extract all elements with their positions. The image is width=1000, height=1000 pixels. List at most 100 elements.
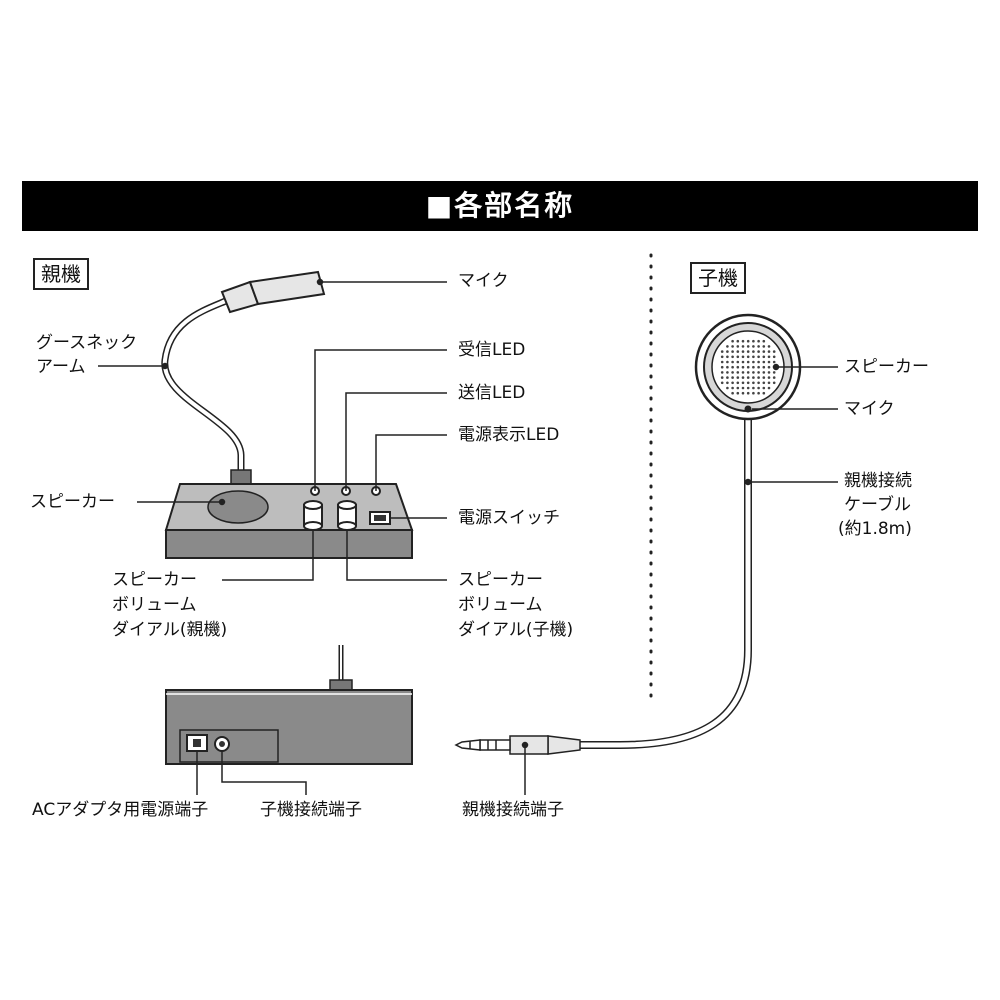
leader-child-jack — [221, 751, 307, 795]
grille-dot — [720, 381, 724, 385]
grille-dot — [736, 345, 740, 348]
grille-dot — [736, 339, 740, 343]
grille-dot — [726, 376, 729, 379]
label-mic: マイク — [458, 271, 509, 291]
label-vol-parent-2: ボリューム — [112, 595, 197, 615]
page-title: ■各部名称 — [425, 189, 575, 222]
grille-dot — [752, 381, 755, 385]
label-cable-2: ケーブル — [844, 495, 911, 515]
label-send-led: 送信LED — [458, 383, 526, 403]
grille-dot — [736, 350, 740, 353]
grille-dot — [757, 339, 760, 343]
grille-dot — [731, 376, 734, 379]
label-child-mic: マイク — [844, 399, 895, 419]
grille-dot — [726, 360, 729, 364]
label-vol-child-1: スピーカー — [458, 570, 543, 590]
grille-dot — [767, 365, 771, 369]
grille-dot — [736, 360, 740, 364]
parent-section-label: 親機 — [33, 258, 89, 290]
grille-dot — [736, 386, 740, 390]
grille-dot — [741, 345, 745, 348]
grille-dot — [731, 355, 734, 359]
grille-dot — [726, 350, 729, 353]
grille-dot — [767, 381, 771, 385]
grille-dot — [746, 381, 750, 385]
leader-power-led — [375, 434, 447, 491]
grille-dot — [762, 381, 766, 385]
grille-dot — [741, 355, 745, 359]
child-speaker-grille — [720, 339, 776, 395]
grille-dot — [752, 345, 755, 348]
grille-dot — [726, 355, 729, 359]
grille-dot — [731, 391, 734, 395]
grille-dot — [746, 339, 750, 343]
grille-dot — [741, 381, 745, 385]
grille-dot — [757, 391, 760, 395]
grille-dot — [726, 365, 729, 369]
grille-dot — [757, 345, 760, 348]
label-gooseneck-2: アーム — [36, 357, 86, 377]
grille-dot — [762, 350, 766, 353]
grille-dot — [726, 371, 729, 374]
grille-dot — [757, 371, 760, 374]
label-parent-speaker: スピーカー — [30, 492, 115, 512]
grille-dot — [731, 339, 734, 343]
grille-dot — [752, 339, 755, 343]
grille-dot — [731, 360, 734, 364]
grille-dot — [757, 360, 760, 364]
grille-dot — [736, 371, 740, 374]
grille-dot — [767, 355, 771, 359]
grille-dot — [752, 360, 755, 364]
grille-dot — [757, 350, 760, 353]
grille-dot — [731, 365, 734, 369]
child-volume-knob — [337, 500, 357, 531]
grille-dot — [736, 391, 740, 395]
label-cable-1: 親機接続 — [844, 471, 912, 491]
grille-dot — [757, 386, 760, 390]
label-power-switch: 電源スイッチ — [458, 508, 560, 528]
grille-dot — [746, 371, 750, 374]
grille-dot — [762, 371, 766, 374]
grille-dot — [720, 365, 724, 369]
leader-vol-child — [346, 530, 447, 581]
grille-dot — [752, 391, 755, 395]
label-parent-terminal: 親機接続端子 — [462, 800, 564, 820]
parent-unit-back — [165, 689, 413, 765]
grille-dot — [741, 376, 745, 379]
label-power-led: 電源表示LED — [458, 425, 560, 445]
label-vol-child-3: ダイアル(子機) — [458, 620, 574, 640]
grille-dot — [741, 391, 745, 395]
grille-dot — [741, 365, 745, 369]
grille-dot — [752, 371, 755, 374]
grille-dot — [762, 376, 766, 379]
grille-dot — [772, 360, 776, 364]
power-switch — [369, 511, 391, 525]
leader-recv-led — [314, 349, 447, 491]
grille-dot — [741, 386, 745, 390]
grille-dot — [762, 345, 766, 348]
grille-dot — [731, 386, 734, 390]
parent-speaker — [207, 490, 269, 524]
label-cable-3: (約1.8m) — [838, 519, 912, 539]
grille-dot — [762, 386, 766, 390]
parent-volume-knob — [303, 500, 323, 531]
grille-dot — [772, 376, 776, 379]
label-vol-child-2: ボリューム — [458, 595, 543, 615]
grille-dot — [736, 365, 740, 369]
grille-dot — [752, 376, 755, 379]
grille-dot — [757, 365, 760, 369]
grille-dot — [746, 360, 750, 364]
grille-dot — [720, 371, 724, 374]
grille-dot — [772, 371, 776, 374]
arm-base — [230, 469, 252, 485]
label-child-terminal: 子機接続端子 — [260, 800, 362, 820]
grille-dot — [752, 350, 755, 353]
label-child-speaker: スピーカー — [844, 357, 929, 377]
grille-dot — [731, 371, 734, 374]
grille-dot — [757, 376, 760, 379]
grille-dot — [767, 345, 771, 348]
grille-dot — [731, 345, 734, 348]
label-vol-parent-1: スピーカー — [112, 570, 197, 590]
grille-dot — [767, 371, 771, 374]
grille-dot — [746, 386, 750, 390]
